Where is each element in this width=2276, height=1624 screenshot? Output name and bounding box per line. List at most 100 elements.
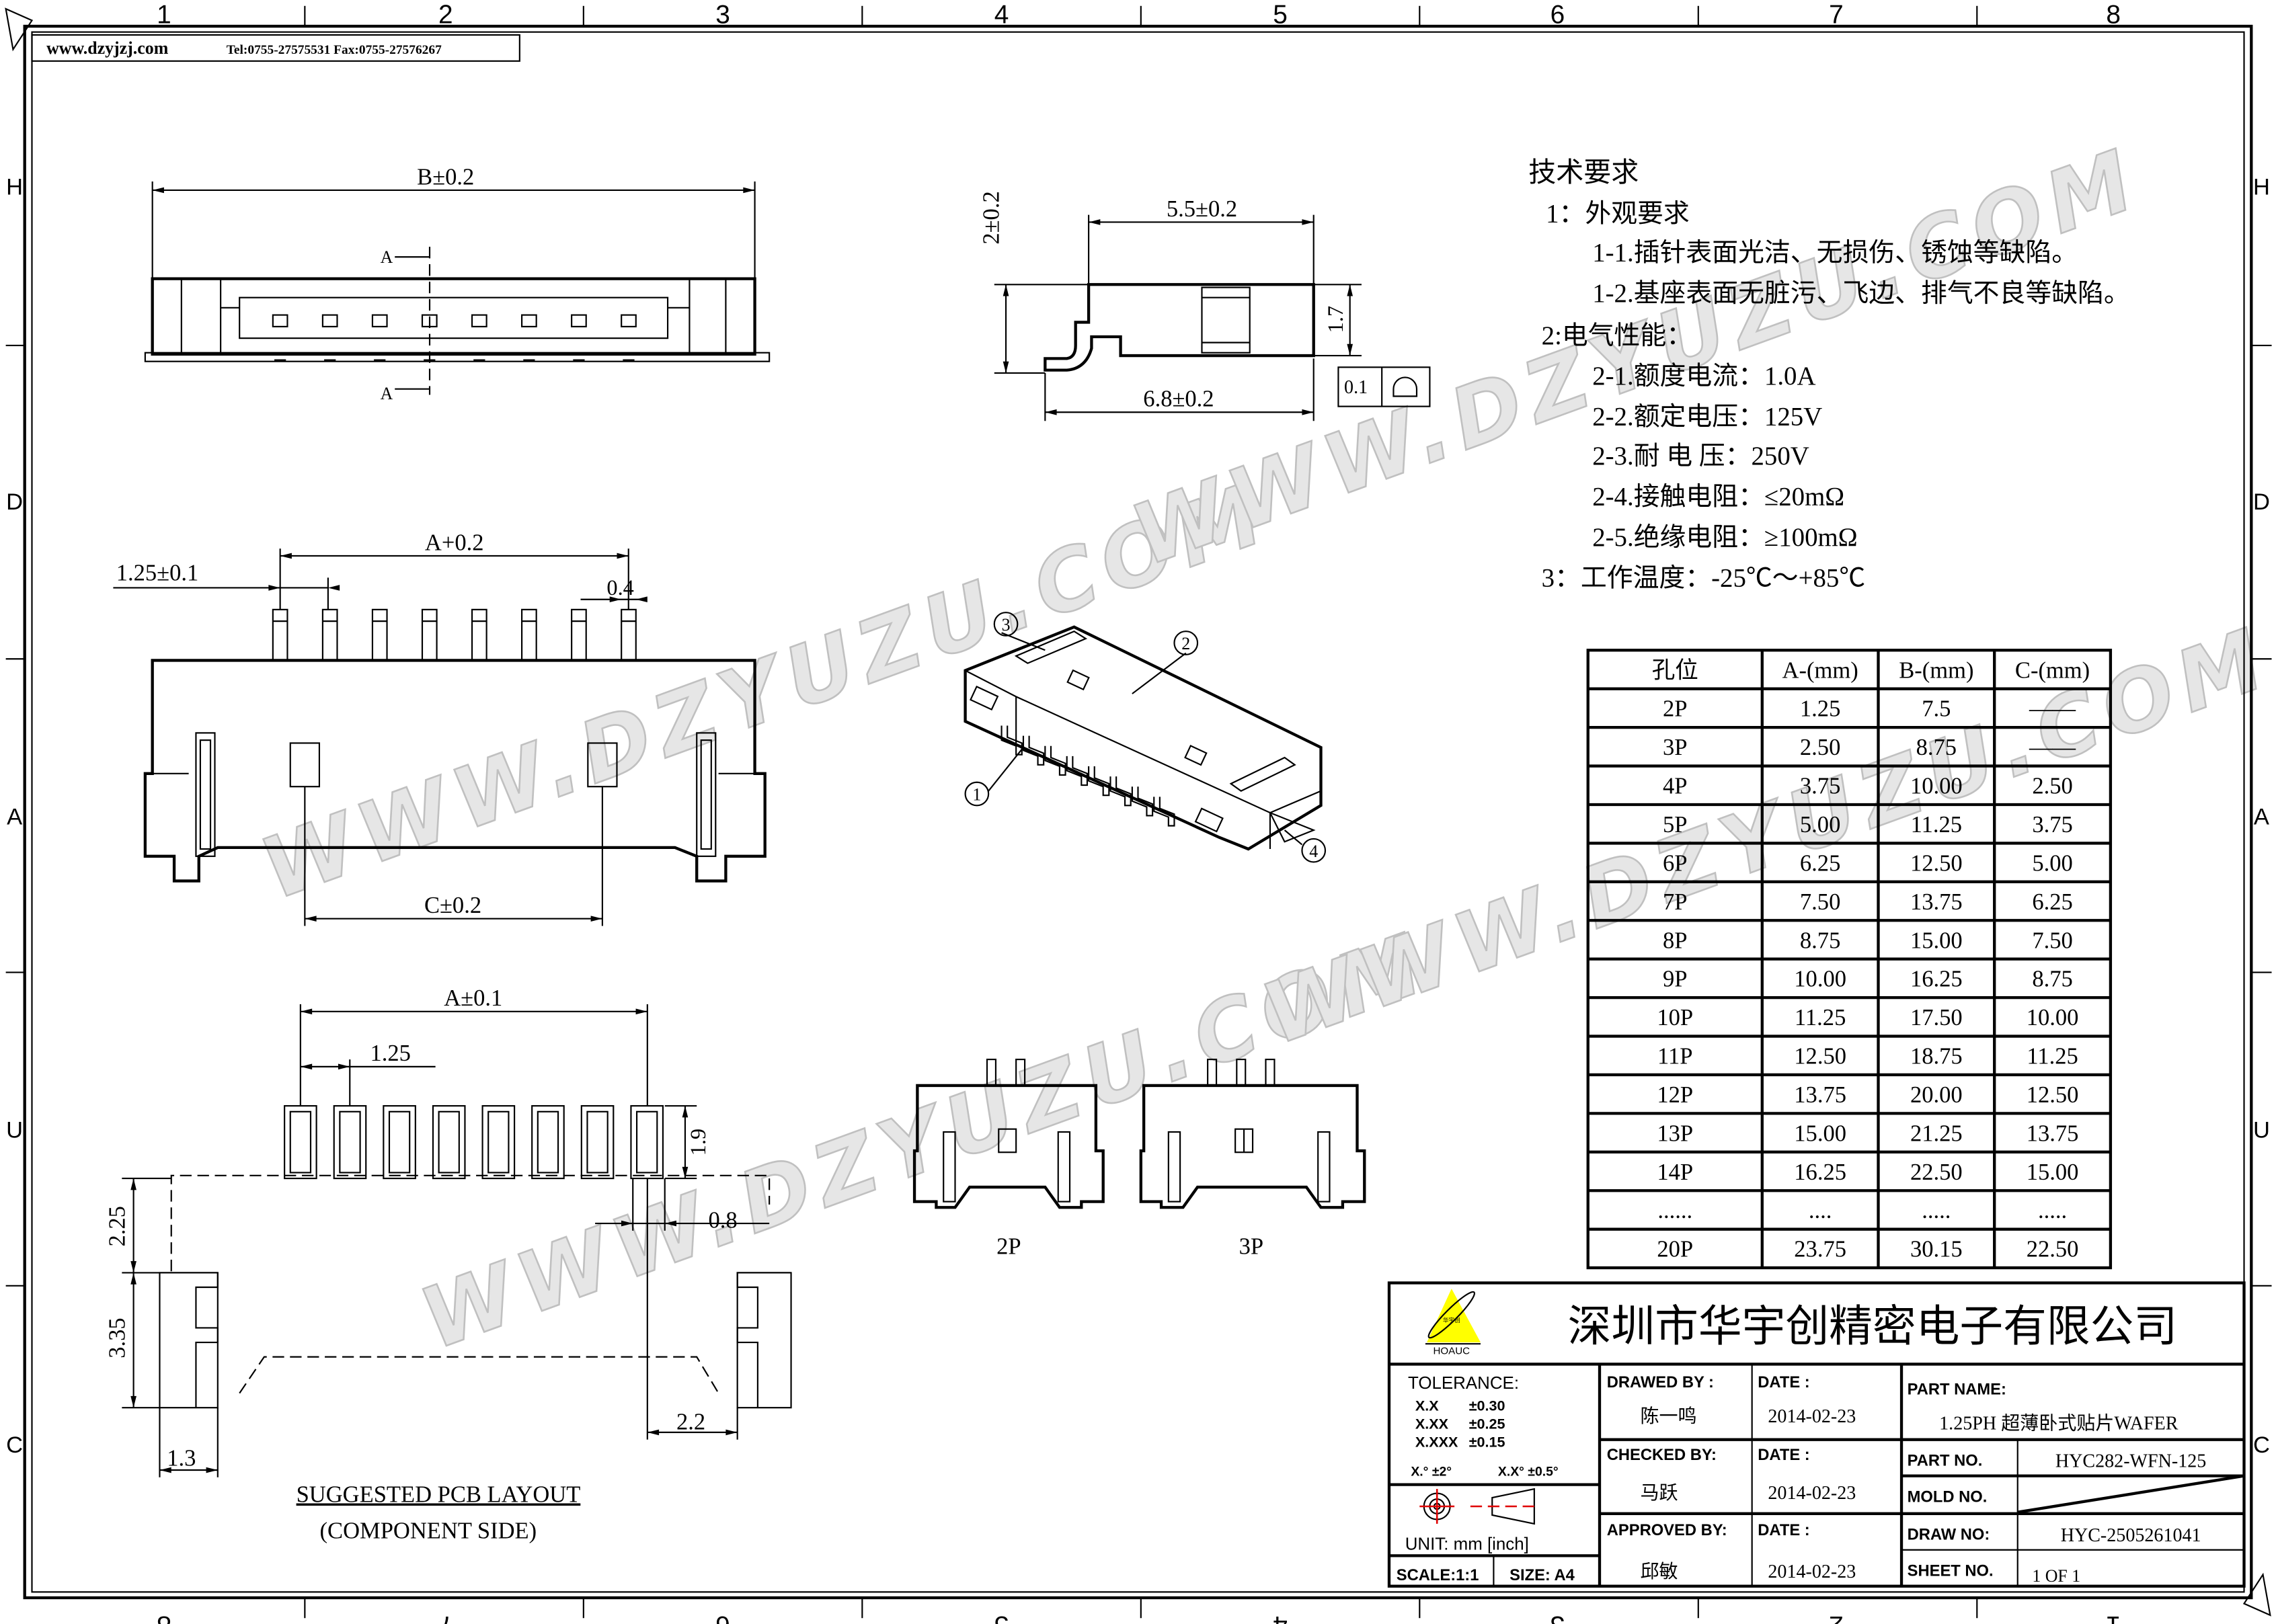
pcb-dim-2-25: 2.25: [105, 1206, 130, 1246]
requirement-line: 1-1.插针表面光洁、无损伤、锈蚀等缺陷。: [1592, 239, 2078, 268]
bottom-view: A+0.2 1.25±0.1 0.4 C±0.2: [113, 530, 767, 926]
requirement-line: 1-2.基座表面无脏污、飞边、排气不良等缺陷。: [1592, 279, 2130, 308]
dim-height: 2±0.2: [978, 191, 1004, 244]
pcb-dim-pitch: 1.25: [370, 1041, 410, 1066]
requirements-title: 技术要求: [1528, 157, 1639, 188]
section-label: A: [381, 247, 393, 267]
callout-balloon: [964, 781, 990, 807]
pin-window: [371, 314, 388, 327]
requirement-line: 2-1.额度电流：1.0A: [1592, 362, 1815, 391]
flatness-frame: [1337, 366, 1431, 407]
table-cell: 22.50: [1910, 1160, 1963, 1185]
table-cell: 30.15: [1910, 1237, 1963, 1262]
iso-pin: [1022, 735, 1045, 766]
table-cell: 13.75: [1794, 1082, 1846, 1108]
pcb-pad: [531, 1105, 565, 1180]
contact-pin: [571, 608, 587, 661]
inner-border: [31, 31, 2245, 1593]
iso-pin: [1044, 745, 1066, 776]
table-cell: 12.50: [1910, 850, 1963, 876]
zone-ticks: [5, 5, 2272, 1619]
pcb-pad-inner: [438, 1110, 460, 1174]
table-cell: 21.25: [1910, 1121, 1963, 1146]
variant-3p-view: 3P: [1139, 1058, 1366, 1259]
pcb-pad-inner: [537, 1110, 559, 1174]
technical-requirements: 技术要求 1：外观要求1-1.插针表面光洁、无损伤、锈蚀等缺陷。1-2.基座表面…: [1528, 157, 2130, 592]
angle-tolerance: X.X° ±0.5°: [1498, 1465, 1559, 1479]
table-header: C-(mm): [2015, 657, 2090, 683]
pcb-layout-title: SUGGESTED PCB LAYOUT: [297, 1482, 581, 1508]
outer-border: [23, 24, 2253, 1600]
contact-pin: [272, 608, 288, 661]
iso-pin: [1109, 776, 1132, 807]
zone-column-label: 4: [994, 1, 1009, 30]
table-cell: 2P: [1663, 696, 1687, 722]
callout-number: 1: [972, 785, 981, 805]
pcb-pad: [630, 1105, 664, 1180]
table-cell: 10.00: [1794, 967, 1846, 992]
mold-no-strike: [2017, 1474, 2244, 1514]
table-row: ....................: [1657, 1198, 2067, 1223]
table-header: A-(mm): [1782, 657, 1858, 683]
table-cell: 11P: [1657, 1044, 1692, 1069]
zone-column-label: 5: [1273, 1, 1288, 30]
variant-2p-view: 2P: [912, 1058, 1105, 1259]
iso-pin: [1131, 786, 1154, 817]
table-cell: ——: [2029, 735, 2076, 760]
table-cell: 18.75: [1910, 1044, 1963, 1069]
callout-number: 4: [1309, 842, 1318, 861]
company-logo: HOAUC 华宇创: [1425, 1289, 1481, 1356]
pcb-pad-inner: [339, 1110, 361, 1174]
pcb-pad-inner: [289, 1110, 312, 1174]
zone-column-label: 3: [715, 1, 730, 30]
pcb-pad-inner: [586, 1110, 609, 1174]
header-box: www.dzyjzj.com Tel:0755-27575531 Fax:075…: [31, 34, 520, 62]
callout-number: 2: [1181, 634, 1190, 653]
isometric-view: 1 2 3 4: [964, 612, 1327, 863]
pcb-dim-pad-width: 0.8: [708, 1207, 737, 1233]
pin-window: [621, 314, 637, 327]
drawed-by-label: DRAWED BY :: [1607, 1374, 1714, 1391]
zone-column-label: 1: [157, 1, 171, 30]
company-name: 深圳市华宇创精密电子有限公司: [1568, 1301, 2178, 1350]
table-cell: 7P: [1663, 889, 1687, 915]
profile-symbol-icon: [1392, 376, 1418, 397]
pcb-pad: [333, 1105, 367, 1180]
pcb-pad: [284, 1105, 317, 1180]
zone-column-label: 7: [438, 1611, 453, 1624]
zone-row-label: C: [6, 1432, 23, 1458]
dim-width: 5.5±0.2: [1167, 196, 1237, 222]
table-cell: 3P: [1663, 735, 1687, 760]
pin-window: [272, 314, 288, 327]
projection-symbol-icon: [1419, 1488, 1540, 1525]
table-cell: 8.75: [1916, 735, 1957, 760]
tolerance-key: X.X: [1415, 1397, 1439, 1414]
table-cell: 13.75: [1910, 889, 1963, 915]
website-text: www.dzyjzj.com: [46, 38, 169, 58]
table-cell: 15.00: [1910, 928, 1963, 953]
pcb-dim-pad-length: 1.9: [686, 1129, 711, 1155]
table-cell: 11.25: [2027, 1044, 2078, 1069]
date-label: DATE :: [1758, 1522, 1809, 1539]
drawed-by-value: 陈一鸣: [1640, 1406, 1696, 1427]
requirement-line: 2:电气性能：: [1542, 321, 1692, 350]
table-cell: 10.00: [1910, 774, 1963, 799]
front-view: B±0.2 A A: [144, 164, 771, 403]
tolerance-key: X.XXX: [1415, 1433, 1458, 1450]
pcb-dim-2-2: 2.2: [676, 1410, 705, 1435]
section-label: A: [381, 384, 393, 403]
zone-column-label: 8: [2106, 1, 2121, 30]
table-cell: 3.75: [1800, 774, 1840, 799]
table-cell: ....: [1809, 1198, 1832, 1223]
sheet-no-label: SHEET NO.: [1908, 1563, 1994, 1580]
callout-number: 3: [1002, 615, 1011, 635]
dim-total: 6.8±0.2: [1143, 387, 1214, 412]
iso-pin: [1066, 756, 1089, 786]
orientation-triangle: [2242, 1572, 2271, 1617]
zone-row-label: C: [2253, 1432, 2270, 1458]
